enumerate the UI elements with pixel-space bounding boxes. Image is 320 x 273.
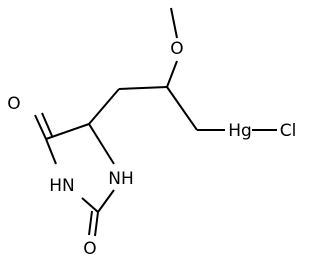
- bond-c4-o-double-a: [34, 114, 47, 140]
- molecule-structure-diagram: O O O HN NH Hg Cl: [7, 7, 297, 259]
- bond-c4-o-double-b: [41, 112, 53, 137]
- bond-n3-c4: [45, 138, 57, 165]
- bond-c2-n3: [81, 197, 99, 213]
- atom-o-carbonyl-lower: O: [83, 239, 96, 259]
- bond-c5-n1: [88, 123, 115, 165]
- bond-c4-c5: [45, 123, 90, 140]
- atom-nh: NH: [108, 169, 134, 189]
- atom-o-methoxy: O: [170, 39, 183, 59]
- atom-o-carbonyl-upper: O: [7, 94, 20, 114]
- bond-o-ch3: [170, 7, 178, 39]
- atom-hn: HN: [49, 176, 75, 196]
- bond-c2-o-double-b: [88, 210, 93, 236]
- bond-c2-o-double-a: [94, 211, 99, 237]
- atom-cl: Cl: [280, 121, 297, 141]
- bond-n1-c2: [97, 189, 115, 213]
- bond-ch-ch2: [166, 86, 198, 131]
- bond-ch2-ch: [118, 86, 168, 90]
- atom-hg: Hg: [228, 121, 252, 141]
- bond-ch-o: [166, 60, 178, 88]
- bond-c5-ch2: [88, 88, 120, 125]
